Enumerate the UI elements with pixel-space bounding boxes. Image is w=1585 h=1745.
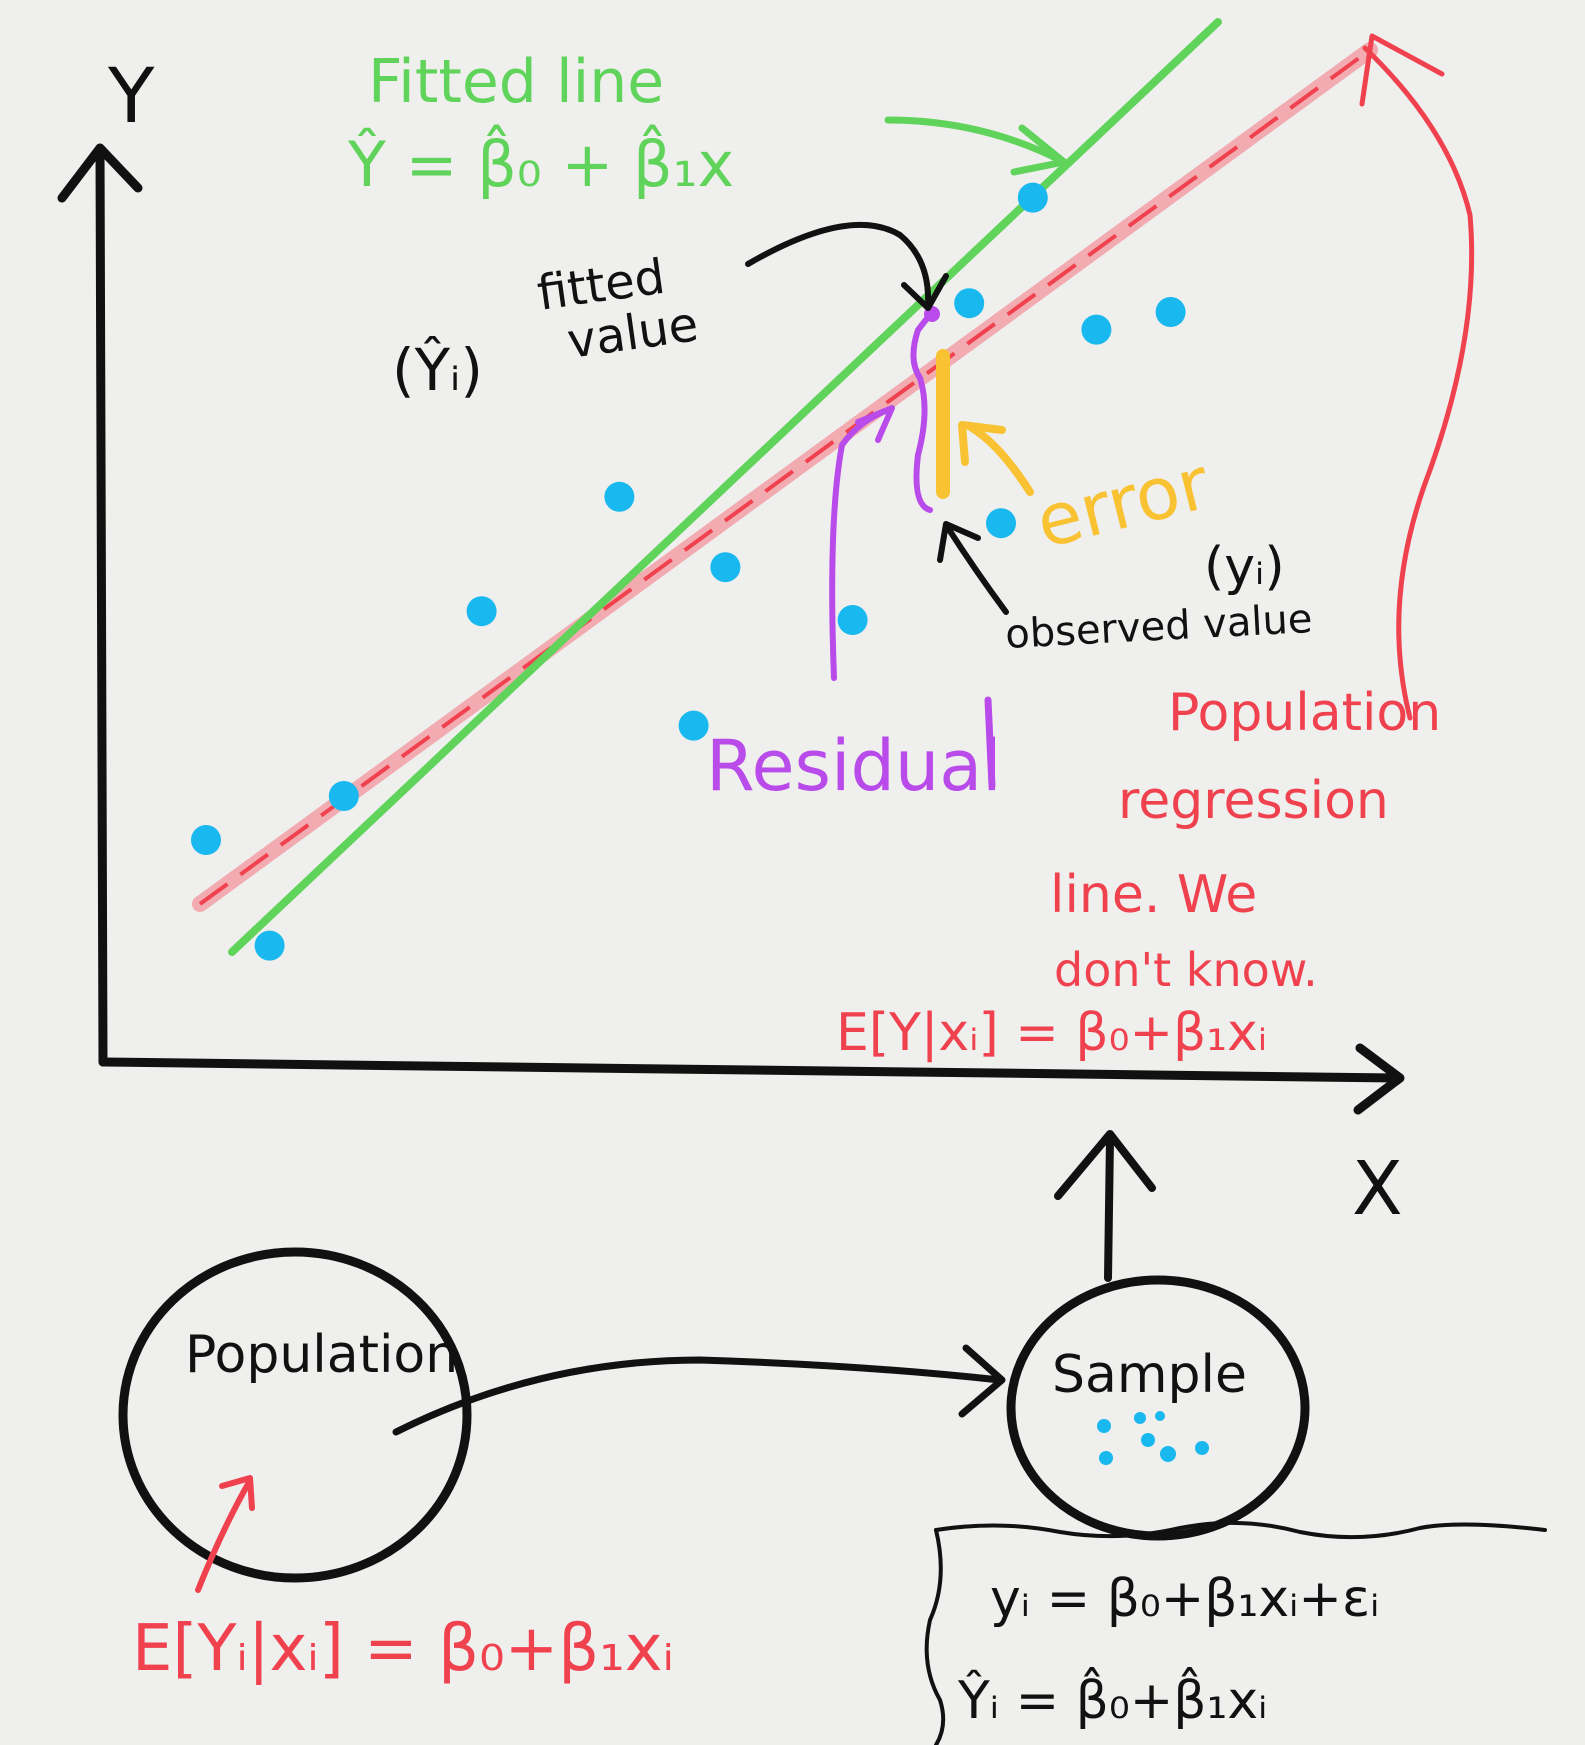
- population-equation: E[Yᵢ|xᵢ] = β₀+β₁xᵢ: [132, 1612, 674, 1686]
- y-axis: [57, 143, 143, 1067]
- sample-circle-label: Sample: [1052, 1345, 1247, 1405]
- fitted-line-arrowhead: [1010, 124, 1068, 176]
- x-axis-arrowhead: [1353, 1043, 1405, 1115]
- x-axis: [98, 1043, 1405, 1115]
- residual-brace: [910, 309, 935, 513]
- population-line-label-4: don't know.: [1054, 943, 1318, 997]
- data-point: [191, 825, 221, 855]
- fitted-line-equation: Ŷ = β̂₀ + β̂₁x: [347, 124, 734, 201]
- sample-dot: [1097, 1419, 1111, 1433]
- residual-underline: [984, 696, 996, 790]
- sampling-arrowhead: [958, 1344, 1006, 1418]
- observed-symbol: (yᵢ): [1204, 537, 1285, 597]
- population-regression-line: [192, 42, 1378, 912]
- data-point: [466, 596, 497, 627]
- sample-dot: [1160, 1446, 1176, 1462]
- x-axis-line: [98, 1057, 1401, 1083]
- sample-dot: [1195, 1441, 1209, 1455]
- sample-circle: [1006, 1275, 1310, 1541]
- fitted-line: [228, 18, 1222, 956]
- x-axis-label: X: [1352, 1146, 1403, 1232]
- population-equation-arrowhead: [219, 1475, 255, 1511]
- data-point: [328, 781, 359, 811]
- estimate-equation: Ŷᵢ = β̂₀+β̂₁xᵢ: [957, 1667, 1267, 1731]
- data-point: [254, 930, 285, 961]
- equation-box-top: [934, 1520, 1547, 1540]
- sample-dot: [1099, 1451, 1113, 1465]
- observed-arrow: [945, 525, 1009, 615]
- fitted-value-arrow: [745, 221, 932, 308]
- sample-to-plot-arrowhead: [1054, 1130, 1156, 1200]
- fitted-value-symbol: (Ŷᵢ): [392, 335, 483, 404]
- sample-dot: [1134, 1412, 1146, 1424]
- error-arrow: [968, 424, 1034, 496]
- data-point: [1017, 182, 1048, 213]
- error-arrowhead: [958, 421, 1006, 466]
- sampling-arrow: [392, 1356, 1004, 1436]
- y-axis-label: Y: [107, 51, 155, 140]
- equation-box-side: [924, 1528, 946, 1745]
- fitted-line-title: Fitted line: [368, 47, 664, 117]
- data-point: [986, 508, 1016, 539]
- population-line-equation: E[Y|xᵢ] = β₀+β₁xᵢ: [836, 1003, 1267, 1063]
- population-circle-label: Population: [185, 1325, 458, 1385]
- population-line-arrowhead: [1359, 33, 1445, 107]
- population-circle: [118, 1247, 472, 1583]
- y-axis-line: [95, 145, 108, 1067]
- population-line-dashes: [198, 48, 1372, 906]
- data-point: [710, 552, 741, 583]
- observed-label: observed value: [1004, 596, 1313, 658]
- observed-arrowhead: [937, 521, 981, 563]
- sample-dot: [1155, 1411, 1165, 1421]
- population-line-label-3: line. We: [1050, 865, 1257, 925]
- population-equation-arrow: [195, 1481, 251, 1593]
- residual-arrowhead: [855, 405, 895, 443]
- model-equation: yᵢ = β₀+β₁xᵢ+εᵢ: [990, 1569, 1379, 1629]
- data-point: [604, 481, 635, 512]
- y-axis-arrowhead: [57, 143, 143, 203]
- data-point: [1081, 314, 1112, 345]
- sample-dot: [1141, 1433, 1155, 1447]
- fitted-line-arrow: [884, 116, 1064, 164]
- data-point: [837, 605, 868, 635]
- data-points: [191, 182, 1186, 961]
- data-point: [1155, 297, 1186, 327]
- error-label: error: [1028, 441, 1218, 565]
- fitted-value-arrowhead: [901, 273, 949, 311]
- sample-dots: [1097, 1411, 1209, 1465]
- data-point: [954, 288, 985, 319]
- sample-to-plot-arrow: [1104, 1134, 1114, 1282]
- residual-arrow: [829, 407, 891, 681]
- data-point: [678, 710, 709, 741]
- population-line-label-2: regression: [1118, 771, 1389, 831]
- population-line-label-1: Population: [1168, 683, 1441, 743]
- population-line-arrow: [1362, 45, 1475, 721]
- residual-label: Residual: [706, 725, 1002, 807]
